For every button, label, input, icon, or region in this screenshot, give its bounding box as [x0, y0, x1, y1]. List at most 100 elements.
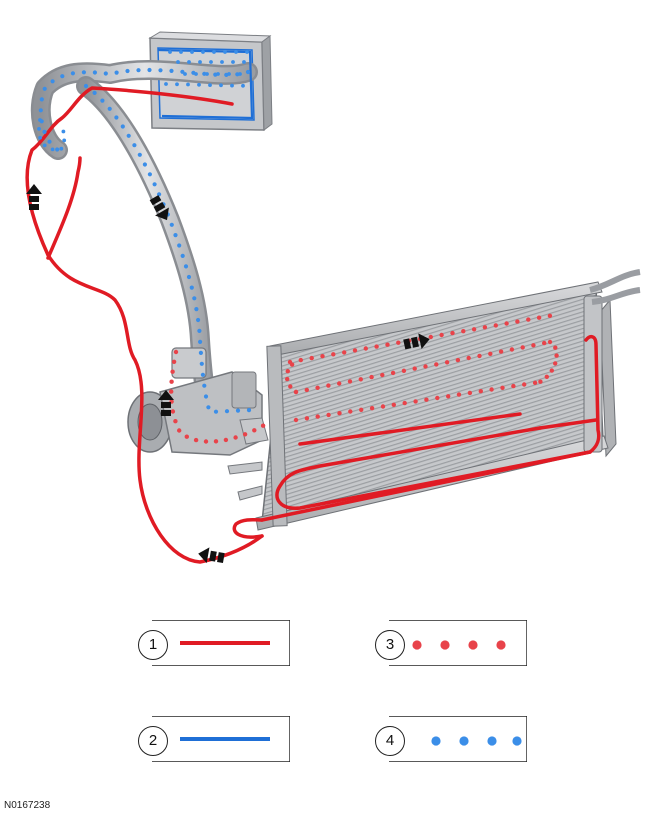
- flow-dot: [190, 50, 194, 54]
- flow-dot: [380, 404, 386, 409]
- flow-dot: [363, 346, 368, 351]
- flow-dot: [288, 384, 293, 389]
- flow-dot: [213, 409, 219, 414]
- legend-frame: [152, 620, 290, 666]
- flow-dot: [206, 405, 211, 410]
- flow-dot: [439, 332, 444, 338]
- flow-dot: [461, 329, 466, 334]
- flow-dot: [412, 366, 417, 371]
- condenser: [227, 269, 641, 531]
- flow-dot: [184, 434, 189, 439]
- flow-dot: [114, 115, 119, 120]
- flow-dot: [553, 345, 558, 350]
- flow-dot: [212, 50, 216, 54]
- flow-dot: [223, 437, 229, 443]
- flow-dot: [554, 353, 559, 358]
- flow-dot: [252, 428, 257, 433]
- flow-dot: [164, 82, 168, 86]
- flow-dot: [169, 389, 174, 394]
- flow-dot: [450, 330, 455, 336]
- flow-dot: [224, 409, 230, 414]
- flow-dot: [39, 97, 44, 102]
- flow-dot: [42, 86, 47, 91]
- legend-callout-3: 3: [375, 630, 405, 660]
- flow-dot: [538, 379, 543, 384]
- ac-system-diagram: [25, 31, 641, 564]
- flow-dot: [168, 50, 172, 54]
- flow-dot: [169, 379, 174, 384]
- legend-item-1: [152, 620, 290, 666]
- flow-dot: [100, 98, 105, 103]
- flow-dot: [532, 380, 538, 385]
- flow-dot: [401, 368, 407, 373]
- flow-dot: [242, 60, 246, 64]
- flow-dot: [553, 361, 558, 366]
- flow-dot: [456, 392, 462, 397]
- flow-dot: [173, 419, 178, 424]
- flow-dot: [38, 118, 42, 122]
- flow-dot: [434, 362, 439, 367]
- flow-dot: [38, 135, 42, 140]
- flow-dot: [488, 351, 493, 356]
- flow-dot: [92, 70, 97, 75]
- blue-dots-swatch: [431, 736, 522, 746]
- flow-dot: [413, 399, 418, 404]
- flow-dot: [320, 354, 325, 359]
- legend-callout-4: 4: [375, 726, 405, 756]
- flow-dot: [183, 72, 187, 76]
- flow-dot: [455, 357, 461, 363]
- flow-dot: [260, 423, 266, 428]
- flow-dot: [107, 106, 112, 111]
- flow-dot: [522, 382, 527, 387]
- flow-dot: [142, 162, 147, 167]
- flow-dot: [132, 143, 137, 148]
- flow-dot: [477, 353, 482, 359]
- legend-item-2: [152, 716, 290, 762]
- flow-dot: [223, 50, 227, 54]
- flow-dot: [504, 321, 509, 326]
- flow-dot: [369, 406, 375, 411]
- flow-dot: [542, 340, 547, 346]
- flow-dot: [186, 274, 192, 280]
- flow-dot: [170, 369, 175, 374]
- flow-dot: [152, 182, 157, 187]
- flow-dot: [315, 385, 320, 390]
- flow-arrows: [26, 184, 430, 564]
- flow-dot: [62, 138, 67, 143]
- flow-dot: [515, 319, 520, 324]
- flow-dot: [326, 412, 331, 418]
- flow-dot: [235, 408, 241, 413]
- flow-dot: [402, 400, 407, 406]
- flow-dot: [498, 349, 504, 354]
- flow-dot: [197, 328, 202, 333]
- flow-dot: [193, 437, 199, 443]
- flow-dot: [198, 350, 203, 355]
- flow-dot: [187, 60, 191, 64]
- flow-dot: [176, 60, 180, 64]
- flow-dot: [359, 407, 364, 412]
- flow-dot: [120, 124, 125, 129]
- legend-item-3: [389, 620, 527, 666]
- flow-dot: [500, 385, 505, 390]
- flow-dot: [547, 339, 553, 345]
- flow-dot: [42, 143, 47, 148]
- flow-dot: [137, 152, 142, 157]
- flow-dot: [526, 317, 531, 322]
- flow-dot: [147, 172, 152, 177]
- flow-dot: [549, 368, 554, 373]
- flow-dot: [209, 60, 213, 64]
- flow-dot: [390, 370, 396, 376]
- flow-dot: [177, 243, 182, 248]
- flow-dot: [227, 72, 231, 76]
- flow-dot: [194, 307, 199, 312]
- flow-dot: [103, 71, 108, 76]
- flow-dot: [203, 394, 209, 399]
- flow-dot: [520, 345, 525, 350]
- flow-dot: [186, 82, 190, 87]
- legend-frame: [389, 620, 527, 666]
- flow-dot: [201, 50, 205, 54]
- flow-dot: [200, 372, 205, 377]
- flow-dot: [169, 222, 174, 227]
- flow-dot: [245, 50, 249, 54]
- flow-dot: [369, 374, 374, 380]
